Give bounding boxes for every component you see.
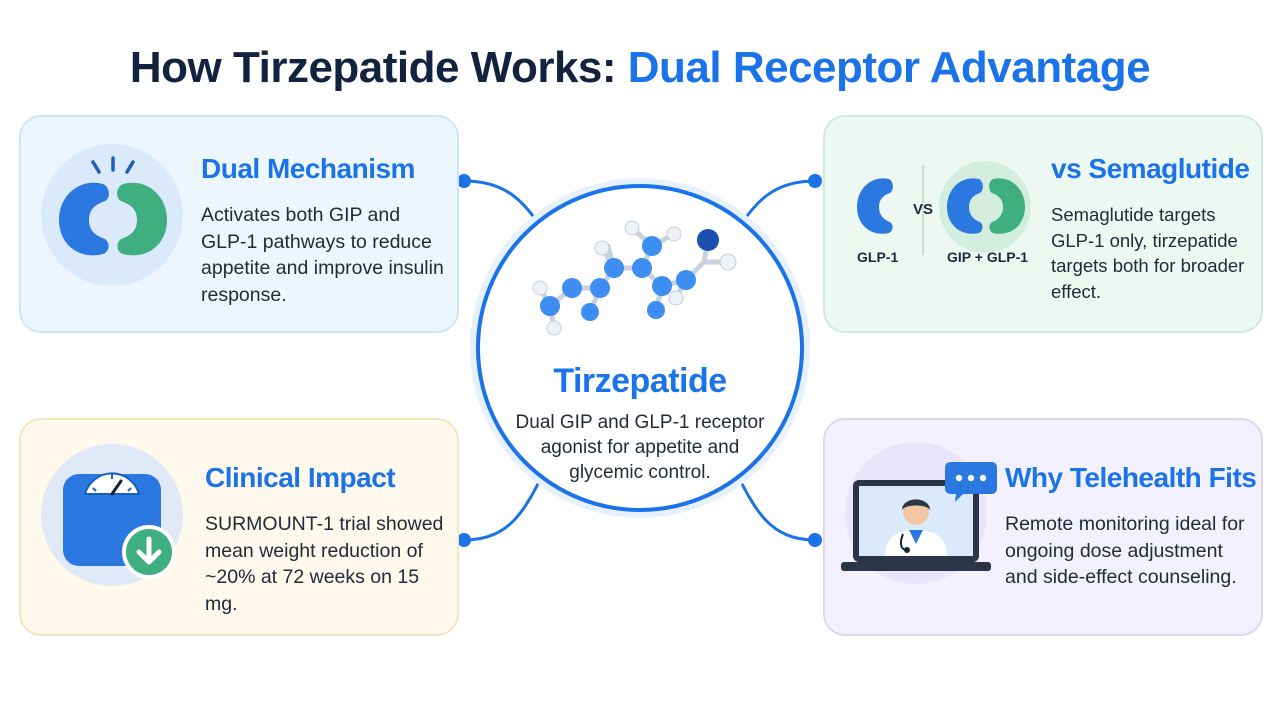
connector-dot-bottom-left [457,533,471,547]
page-title: How Tirzepatide Works: Dual Receptor Adv… [0,43,1280,93]
dual-mechanism-title: Dual Mechanism [201,153,415,184]
connector-dot-bottom-right [808,533,822,547]
telehealth-card: Why Telehealth Fits Remote monitoring id… [823,418,1263,636]
dual-mechanism-card: Dual Mechanism Activates both GIP and GL… [19,115,459,333]
title-accent: Dual Receptor Advantage [627,43,1151,93]
title-main: How Tirzepatide Works: [129,43,628,93]
gip-glp1-label: GIP + GLP-1 [947,249,1029,265]
telehealth-body: Remote monitoring ideal for ongoing dose… [1005,513,1245,588]
weight-scale-icon [41,444,183,586]
center-title: Tirzepatide [553,362,727,400]
connector-bottom-left [463,469,547,542]
telehealth-doctor-icon [841,442,997,584]
clinical-impact-body: SURMOUNT-1 trial showed mean weight redu… [205,513,444,615]
connector-dot-top-right [808,174,822,188]
tirzepatide-hub: Tirzepatide Dual GIP and GLP-1 receptor … [476,184,804,512]
clinical-impact-title: Clinical Impact [205,462,396,493]
vs-semaglutide-body: Semaglutide targets GLP-1 only, tirzepat… [1051,204,1245,302]
receptor-pair-icon [41,144,183,286]
telehealth-title: Why Telehealth Fits [1005,462,1257,493]
receptor-comparison-icon: GLP-1 VS GIP + GLP-1 [843,155,1053,275]
vs-label: VS [913,201,934,218]
connector-dot-top-left [457,174,471,188]
molecule-icon [532,220,737,336]
vs-semaglutide-title: vs Semaglutide [1051,153,1250,184]
vs-semaglutide-card: GLP-1 VS GIP + GLP-1 vs Semaglutide Sema… [823,115,1263,333]
glp1-label: GLP-1 [857,249,899,265]
dual-mechanism-body: Activates both GIP and GLP-1 pathways to… [201,204,444,306]
connector-bottom-right [733,469,816,542]
clinical-impact-card: Clinical Impact SURMOUNT-1 trial showed … [19,418,459,636]
center-description: Dual GIP and GLP-1 receptor agonist for … [515,412,765,483]
